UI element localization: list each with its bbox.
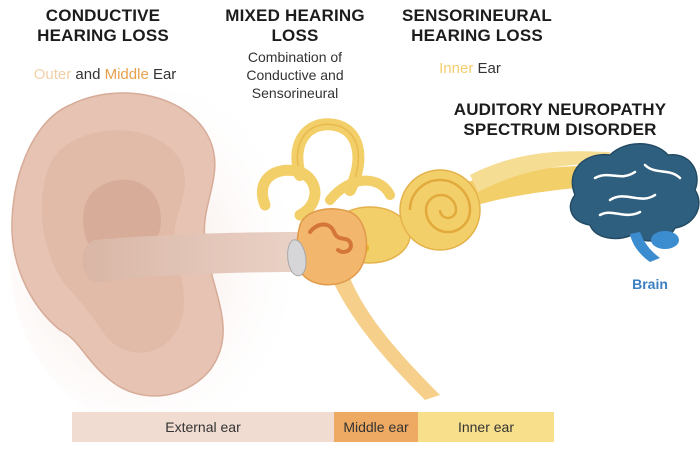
mixed-desc-line3: Sensorineural — [251, 85, 339, 101]
region-inner-ear-label: Inner ear — [457, 419, 515, 435]
region-external-ear-label: External ear — [165, 419, 241, 435]
sensorineural-title-line1: SENSORINEURAL — [402, 6, 552, 25]
mixed-desc-line1: Combination of — [247, 49, 343, 65]
sensorineural-title: SENSORINEURAL HEARING LOSS — [402, 6, 552, 46]
ear-canal — [82, 232, 301, 283]
conductive-subtitle: Outer and Middle Ear — [10, 66, 200, 84]
conductive-title-line2: HEARING LOSS — [37, 26, 169, 45]
eustachian-tube — [330, 265, 440, 400]
region-middle-ear: Middle ear — [334, 412, 418, 442]
and-word: and — [75, 66, 101, 83]
mixed-title-line2: LOSS — [271, 26, 319, 45]
inner-word: Inner — [439, 60, 474, 77]
middle-ear-structure — [287, 208, 440, 400]
mixed-title: MIXED HEARING LOSS — [210, 6, 380, 46]
middle-word: Middle — [104, 66, 149, 83]
region-external-ear: External ear — [72, 412, 334, 442]
outer-word: Outer — [33, 66, 72, 83]
region-middle-ear-label: Middle ear — [343, 419, 409, 435]
neuropathy-title-line1: AUDITORY NEUROPATHY — [453, 100, 667, 119]
eardrum — [287, 239, 307, 277]
conductive-title: CONDUCTIVE HEARING LOSS — [28, 6, 178, 46]
mixed-title-line1: MIXED HEARING — [225, 6, 365, 25]
brain-label: Brain — [632, 276, 668, 292]
region-inner-ear: Inner ear — [418, 412, 554, 442]
sensorineural-title-line2: HEARING LOSS — [411, 26, 543, 45]
sensorineural-subtitle: Inner Ear — [420, 60, 520, 78]
middle-ear-cavity — [296, 208, 368, 286]
inner-ear-word: Ear — [477, 60, 501, 77]
neuropathy-title-line2: SPECTRUM DISORDER — [463, 120, 657, 139]
mixed-description: Combination of Conductive and Sensorineu… — [225, 48, 365, 102]
brain-icon — [569, 143, 700, 262]
ear-word: Ear — [152, 66, 177, 83]
brain-stem — [630, 232, 660, 262]
mixed-desc-line2: Conductive and — [246, 67, 344, 83]
neuropathy-title: AUDITORY NEUROPATHY SPECTRUM DISORDER — [440, 100, 680, 140]
conductive-title-line1: CONDUCTIVE — [45, 6, 161, 25]
ossicles — [308, 222, 353, 254]
